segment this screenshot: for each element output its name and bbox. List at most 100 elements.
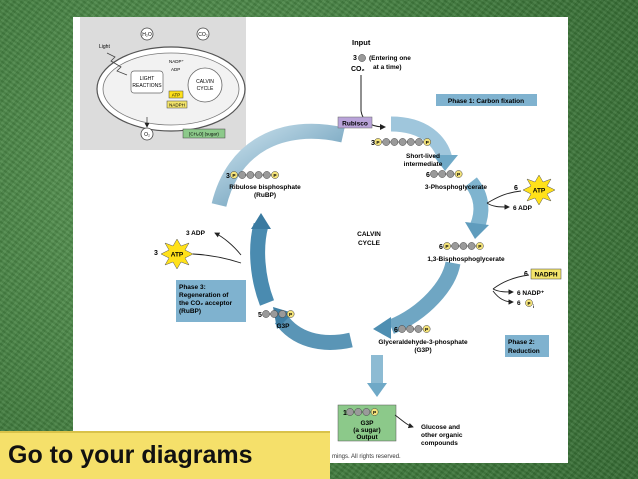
thumb-calvin-2: CYCLE xyxy=(197,86,214,92)
arrow-pga-head xyxy=(465,222,489,239)
output-dest-3: compounds xyxy=(421,440,458,447)
g3p5-molecule: P xyxy=(262,310,295,318)
carbon-bead xyxy=(459,242,468,250)
thumb-sugar-box xyxy=(182,128,226,139)
carbon-bead xyxy=(467,242,476,250)
g3p-molecule: P xyxy=(398,325,431,333)
input-title: Input xyxy=(352,38,371,47)
input-note-1: (Entering one xyxy=(369,55,411,62)
adp-out-arrow xyxy=(486,202,510,210)
nadp-out-arrow xyxy=(492,288,514,295)
output-arrow xyxy=(394,414,414,429)
carbon-bead xyxy=(238,171,247,179)
input-note-2: at a time) xyxy=(373,64,402,71)
phosphate-letter: P xyxy=(376,140,380,146)
center-calvin-2: CYCLE xyxy=(358,240,381,247)
copyright-text: mings. All rights reserved. xyxy=(332,454,401,460)
nadph-box xyxy=(530,268,562,280)
atp-in-arrow xyxy=(486,190,522,204)
input-co2: CO₂ xyxy=(351,66,365,73)
rubp-line-1: Ribulose bisphosphate xyxy=(229,184,301,191)
carbon-bead xyxy=(406,325,415,333)
arrow-regen-head xyxy=(251,213,271,229)
carbon-bead xyxy=(346,408,354,416)
phosphate-bead xyxy=(230,171,238,179)
phase2-box xyxy=(505,335,549,357)
pi-subscript: i xyxy=(533,304,534,309)
thumb-co2-label: CO₂ xyxy=(198,32,208,38)
thumb-nadph-box xyxy=(166,100,188,109)
output-molecule: P xyxy=(346,408,379,416)
pi-p-letter: P xyxy=(527,301,530,306)
input-count: 3 xyxy=(353,55,357,62)
carbon-bead xyxy=(406,138,415,146)
carbon-bead xyxy=(414,325,423,333)
phosphate-bead xyxy=(475,242,484,250)
carbon-bead xyxy=(278,310,287,318)
o2-circle xyxy=(140,127,154,141)
co2-circle xyxy=(196,27,210,41)
output-dest-1: Glucose and xyxy=(421,424,460,431)
carbon-bead xyxy=(398,138,407,146)
carbon-bead xyxy=(262,171,271,179)
thumb-h2o-label: H₂O xyxy=(142,32,152,38)
phosphate-letter: P xyxy=(478,244,482,250)
phosphate-letter: P xyxy=(426,140,430,146)
thumb-light-label: Light xyxy=(99,44,110,50)
thumb-atp-label: ATP xyxy=(172,93,180,98)
pga-molecule: P xyxy=(430,170,463,178)
carbon-bead xyxy=(270,310,279,318)
phosphate-bead xyxy=(286,310,295,318)
phosphate-bead xyxy=(422,325,431,333)
short-lived-line-2: intermediate xyxy=(404,161,443,168)
adp-out-label: 6 ADP xyxy=(513,205,533,212)
phosphate-letter: P xyxy=(445,244,449,250)
pi-phosphate-icon xyxy=(525,299,533,307)
carbon-bead xyxy=(354,408,363,416)
carbon-bead xyxy=(415,138,423,146)
rubisco-box xyxy=(337,116,373,129)
phosphate-bead xyxy=(271,171,279,179)
phase1-box xyxy=(436,94,537,106)
output-line-1: G3P xyxy=(360,420,374,427)
phase3-box xyxy=(176,280,246,322)
output-dest-2: other organic xyxy=(421,432,463,439)
phosphate-letter: P xyxy=(232,173,236,179)
phase2-line-2: Reduction xyxy=(508,348,540,355)
pi-out-count: 6 xyxy=(517,300,521,307)
atp-in-label: ATP xyxy=(533,188,546,195)
arrow-bpg-head xyxy=(373,317,391,339)
slide: H₂O CO₂ Light LIGHT REACTIONS CALVIN CYC… xyxy=(73,17,568,463)
cycle-arrows xyxy=(211,116,489,397)
pi-out-arrow xyxy=(492,290,514,305)
carbon-bead xyxy=(398,325,406,333)
thumb-nadp-label: NADP⁺ xyxy=(169,59,185,64)
arrow-regen-up xyxy=(250,223,275,306)
thumb-adp-label: ADP xyxy=(171,67,180,72)
calvin-cycle-diagram: H₂O CO₂ Light LIGHT REACTIONS CALVIN CYC… xyxy=(80,17,562,460)
g3p-line-2: (G3P) xyxy=(414,347,431,354)
phosphate-letter: P xyxy=(273,173,277,179)
arrow-output-head xyxy=(367,383,387,397)
phase3-line-2: Regeneration of xyxy=(179,292,229,299)
caption-bar: Go to your diagrams xyxy=(0,431,330,479)
carbon-bead xyxy=(446,170,455,178)
phase3-line-4: (RuBP) xyxy=(179,308,201,315)
phosphate-bead xyxy=(454,170,463,178)
carbon-bead xyxy=(382,138,391,146)
phosphate-bead xyxy=(423,138,432,146)
rubisco-label: Rubisco xyxy=(342,121,368,128)
phosphate-bead xyxy=(443,242,451,250)
regen-adp-arrow xyxy=(214,232,242,256)
thumb-calvin-1: CALVIN xyxy=(196,79,214,85)
regen-atp-count: 3 xyxy=(154,250,158,257)
carbon-bead xyxy=(438,170,447,178)
nadp-out-label: 6 NADP⁺ xyxy=(517,290,545,297)
output-count: 1 xyxy=(343,410,347,417)
phosphate-letter: P xyxy=(457,172,461,178)
phase3-line-1: Phase 3: xyxy=(179,284,206,291)
rubp-count: 3 xyxy=(226,173,230,180)
